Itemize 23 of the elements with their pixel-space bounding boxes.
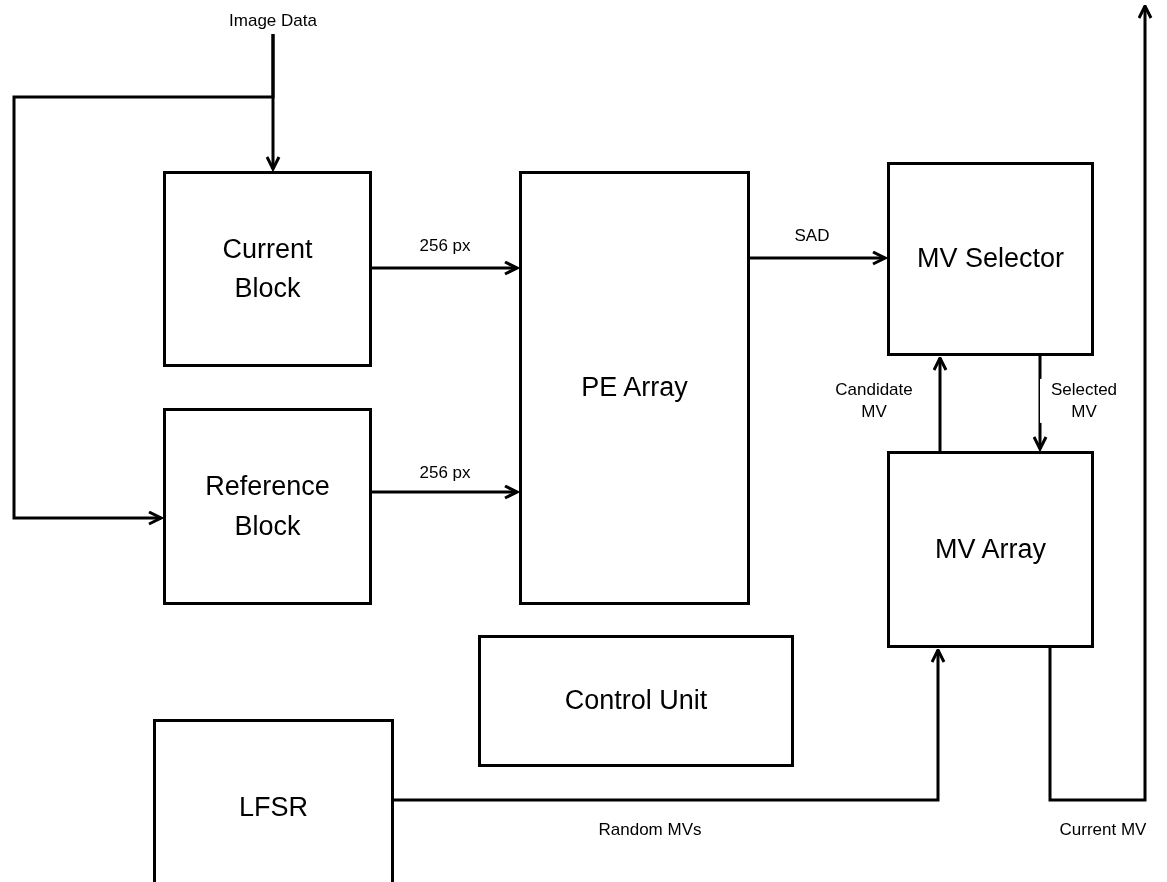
arrow bbox=[394, 648, 946, 802]
block-box bbox=[163, 171, 372, 367]
arrow bbox=[12, 34, 275, 526]
arrow bbox=[1032, 356, 1048, 451]
block-box bbox=[163, 408, 372, 605]
input-label: Image Data bbox=[228, 9, 318, 32]
block-label: Current Block bbox=[221, 232, 314, 305]
arrow bbox=[372, 484, 519, 500]
block-box bbox=[887, 162, 1094, 356]
block-box bbox=[478, 635, 794, 767]
block-label: LFSR bbox=[238, 791, 309, 825]
block-label: MV Array bbox=[934, 532, 1047, 566]
block-label: MV Selector bbox=[915, 242, 1066, 276]
block-label: PE Array bbox=[580, 371, 689, 405]
block-label: Control Unit bbox=[563, 684, 709, 718]
block-box bbox=[887, 451, 1094, 648]
arrow bbox=[372, 260, 519, 276]
arrow bbox=[932, 356, 948, 451]
block-box bbox=[153, 719, 394, 882]
arrow bbox=[1048, 4, 1153, 802]
block-box bbox=[519, 171, 750, 605]
block-label: Reference Block bbox=[204, 470, 331, 543]
arrow bbox=[750, 250, 887, 266]
